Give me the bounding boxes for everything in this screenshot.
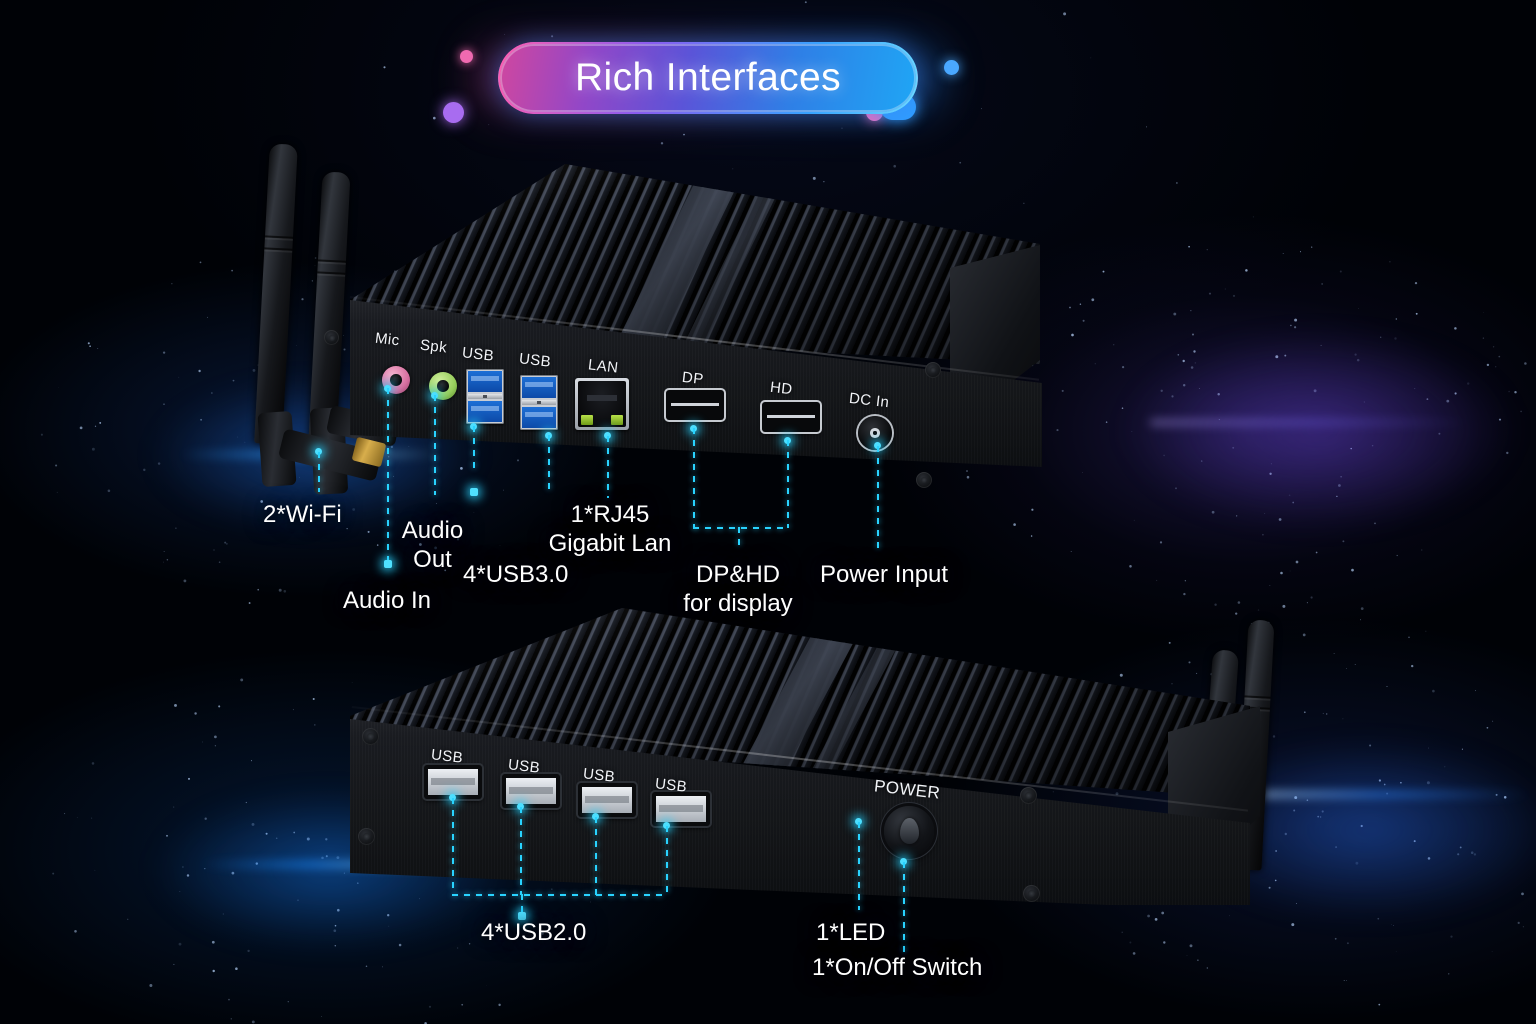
port-label-usb-front-2: USB: [507, 756, 541, 777]
leader-line-usb3-a: [473, 426, 475, 470]
port-label-usb-front-4: USB: [654, 775, 688, 796]
light-streak-right-upper: [1150, 420, 1470, 425]
rear-unit: [250, 140, 1030, 540]
title-pill: Rich Interfaces: [498, 42, 918, 114]
leader-node-usb3-end: [470, 488, 478, 496]
callout-led: 1*LED: [816, 918, 885, 947]
antenna-rear-1: [254, 143, 298, 444]
power-symbol-icon: [900, 818, 919, 844]
panel-screw-front-2: [358, 828, 375, 845]
usb3-port-stack-2[interactable]: [520, 375, 558, 430]
displayport-connector[interactable]: [666, 390, 724, 420]
leader-line-usb2-2: [520, 807, 522, 895]
leader-stem-display: [738, 527, 740, 551]
panel-screw-front-4: [1023, 885, 1040, 902]
leader-stem-usb2: [521, 894, 523, 914]
leader-line-lan: [607, 436, 609, 498]
usb2-port-4[interactable]: [652, 792, 710, 826]
leader-line-usb2-1: [452, 798, 454, 894]
usb2-port-3[interactable]: [578, 783, 636, 817]
leader-line-switch: [903, 862, 905, 954]
deco-dot-blue-1: [944, 60, 959, 75]
deco-dot-pink-1: [460, 50, 473, 63]
usb2-port-2[interactable]: [502, 774, 560, 808]
front-unit: [330, 580, 1310, 910]
port-label-lan: LAN: [587, 356, 619, 376]
port-label-spk: Spk: [419, 337, 448, 357]
callout-switch: 1*On/Off Switch: [812, 953, 982, 982]
power-button[interactable]: [884, 806, 934, 856]
panel-screw-rear-2: [916, 472, 932, 488]
panel-screw-rear-3: [324, 330, 339, 345]
page-title: Rich Interfaces: [575, 56, 841, 100]
panel-screw-front-3: [1020, 787, 1037, 804]
port-label-usb-rear-2: USB: [518, 350, 552, 371]
port-label-mic: Mic: [374, 330, 400, 350]
port-label-usb-rear-1: USB: [461, 344, 495, 365]
leader-line-hd: [787, 440, 789, 528]
usb3-port-stack-1[interactable]: [466, 369, 504, 424]
panel-screw-rear-1: [925, 362, 941, 378]
panel-screw-front-1: [362, 728, 379, 745]
leader-line-usb2-3: [595, 817, 597, 895]
title-badge: Rich Interfaces: [498, 42, 918, 114]
leader-line-wifi: [318, 452, 320, 492]
port-label-usb-front-1: USB: [430, 746, 464, 767]
leader-line-usb2-4: [666, 826, 668, 896]
port-label-usb-front-3: USB: [582, 765, 616, 786]
hdmi-connector[interactable]: [762, 402, 820, 432]
callout-rj45: 1*RJ45 Gigabit Lan: [520, 500, 700, 559]
leader-line-dcin: [877, 446, 879, 550]
leader-line-usb3-b: [548, 435, 550, 493]
deco-dot-purple-1: [443, 102, 464, 123]
callout-usb20: 4*USB2.0: [481, 918, 586, 947]
rj45-lan-port[interactable]: [575, 378, 629, 430]
port-label-dp: DP: [681, 369, 704, 388]
leader-line-led: [858, 822, 860, 910]
callout-wifi: 2*Wi-Fi: [263, 500, 342, 529]
leader-bracket-display: [693, 527, 789, 529]
leader-bracket-usb2: [452, 894, 668, 896]
leader-line-audio-out: [434, 395, 436, 495]
port-label-hd: HD: [769, 379, 793, 398]
